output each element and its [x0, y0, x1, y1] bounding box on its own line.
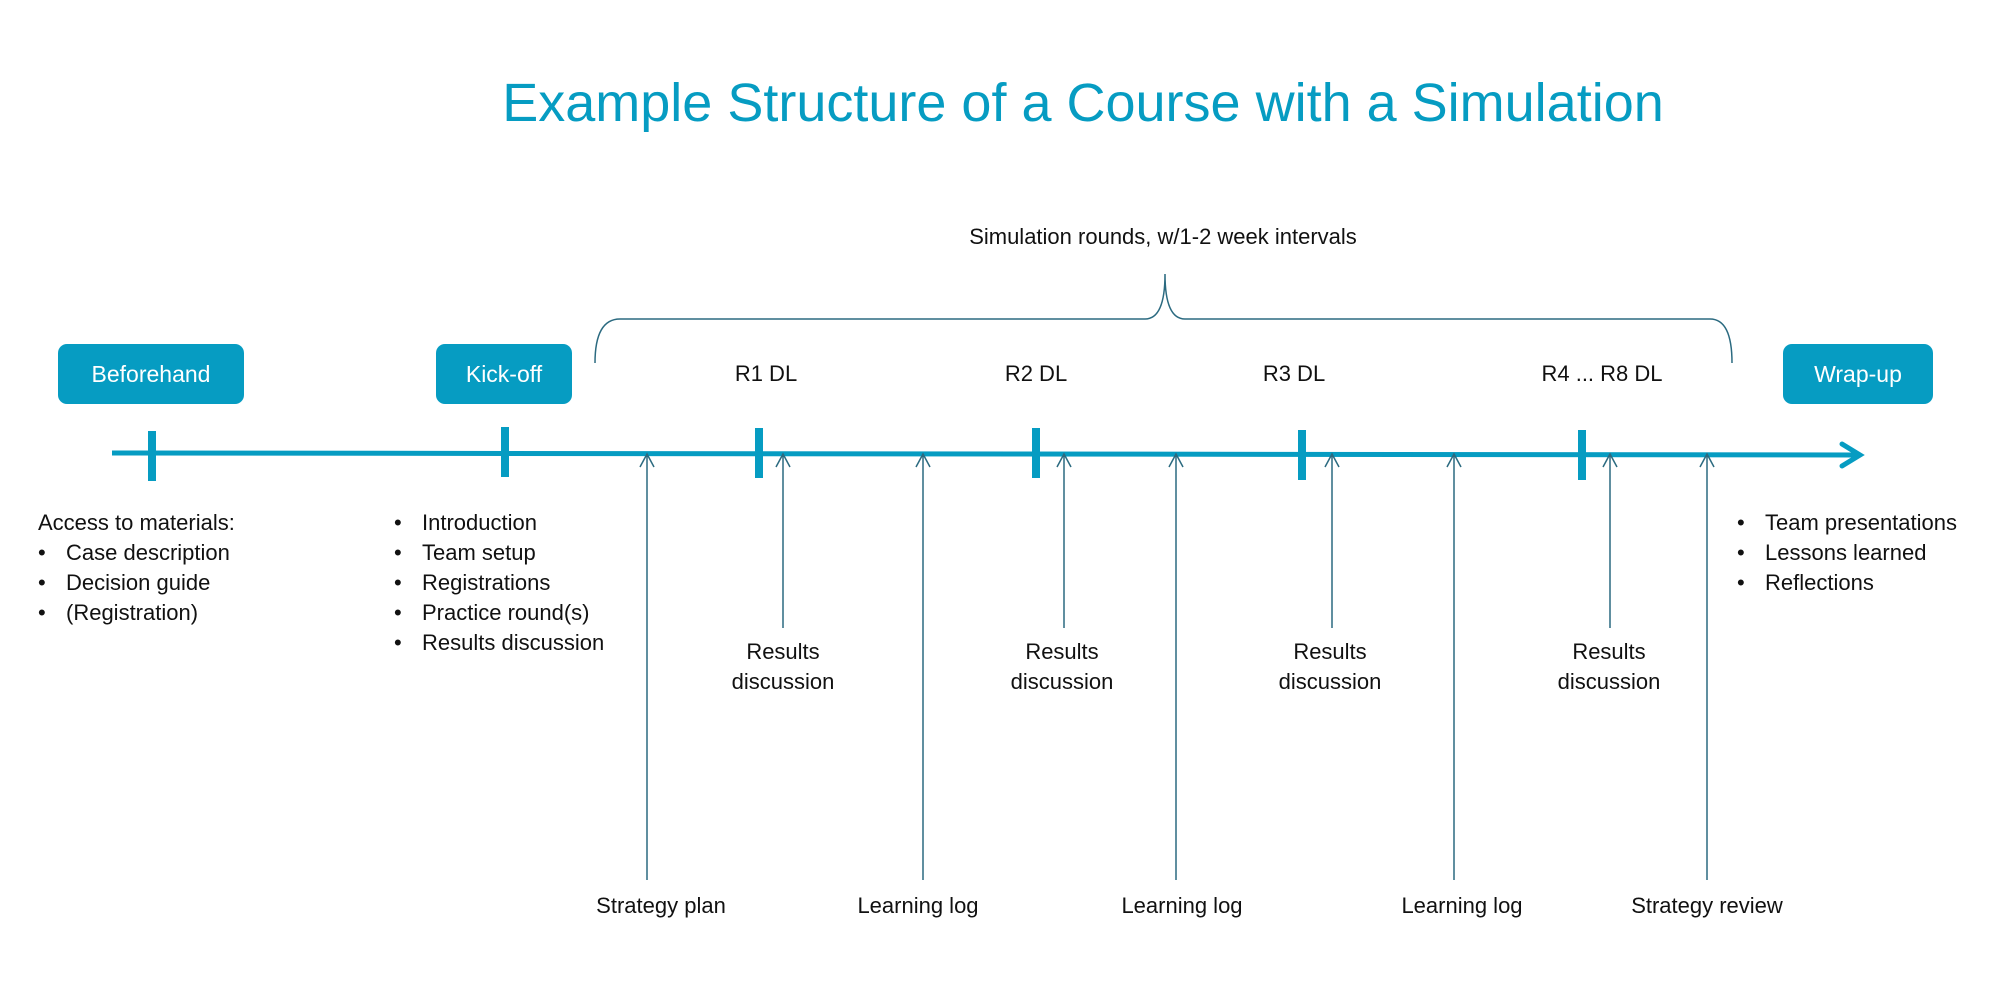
list-item: Reflections: [1737, 568, 1957, 598]
diagram-title: Example Structure of a Course with a Sim…: [502, 73, 1664, 133]
bottom-label: Learning log: [1401, 893, 1523, 918]
results-line1: Results: [1025, 639, 1099, 664]
list-item: Practice round(s): [394, 598, 604, 628]
list-item: Introduction: [394, 508, 604, 538]
results-discussion-label: Results discussion: [1279, 637, 1382, 697]
assignment-arrow: [1446, 452, 1462, 880]
timeline-axis: [111, 450, 1859, 458]
list-item: Results discussion: [394, 628, 604, 658]
results-line2: discussion: [1278, 669, 1382, 694]
round-label: R1 DL: [734, 361, 798, 386]
list-item: Registrations: [394, 568, 604, 598]
results-line2: discussion: [1010, 669, 1114, 694]
list-item: Case description: [38, 538, 235, 568]
round-label: R4 ... R8 DL: [1541, 361, 1663, 386]
bottom-label: Strategy plan: [596, 893, 726, 918]
simulation-rounds-label: Simulation rounds, w/1-2 week intervals: [969, 224, 1357, 249]
results-arrow: [1056, 452, 1072, 628]
phase-wrapup: Wrap-up: [1783, 344, 1933, 404]
assignment-arrow: [639, 452, 655, 880]
results-discussion-label: Results discussion: [1011, 637, 1114, 697]
results-line2: discussion: [1557, 669, 1661, 694]
results-arrow: [1602, 452, 1618, 628]
assignment-arrow: [1168, 452, 1184, 880]
round-label: R3 DL: [1262, 361, 1326, 386]
results-discussion-label: Results discussion: [1558, 637, 1661, 697]
list-item: Lessons learned: [1737, 538, 1957, 568]
assignment-arrow: [1699, 452, 1715, 880]
results-line2: discussion: [731, 669, 835, 694]
timeline-ticks: [148, 427, 1586, 481]
phase-kickoff: Kick-off: [436, 344, 572, 404]
bottom-label: Learning log: [857, 893, 979, 918]
phase-beforehand: Beforehand: [58, 344, 244, 404]
bottom-label: Learning log: [1121, 893, 1243, 918]
results-line1: Results: [1293, 639, 1367, 664]
beforehand-list: Access to materials: Case description De…: [38, 508, 235, 628]
wrapup-list: Team presentations Lessons learned Refle…: [1737, 508, 1957, 598]
round-label: R2 DL: [1004, 361, 1068, 386]
kickoff-list: Introduction Team setup Registrations Pr…: [394, 508, 604, 658]
list-item: (Registration): [38, 598, 235, 628]
results-line1: Results: [1572, 639, 1646, 664]
results-discussion-label: Results discussion: [732, 637, 835, 697]
results-arrow: [775, 452, 791, 628]
results-line1: Results: [746, 639, 820, 664]
assignment-arrow: [915, 452, 931, 880]
simulation-rounds-brace: [594, 273, 1733, 364]
timeline-arrowhead: [1839, 441, 1865, 469]
list-heading: Access to materials:: [38, 510, 235, 535]
list-item: Decision guide: [38, 568, 235, 598]
bottom-label: Strategy review: [1631, 893, 1783, 918]
list-item: Team setup: [394, 538, 604, 568]
results-arrow: [1324, 452, 1340, 628]
list-item: Team presentations: [1737, 508, 1957, 538]
